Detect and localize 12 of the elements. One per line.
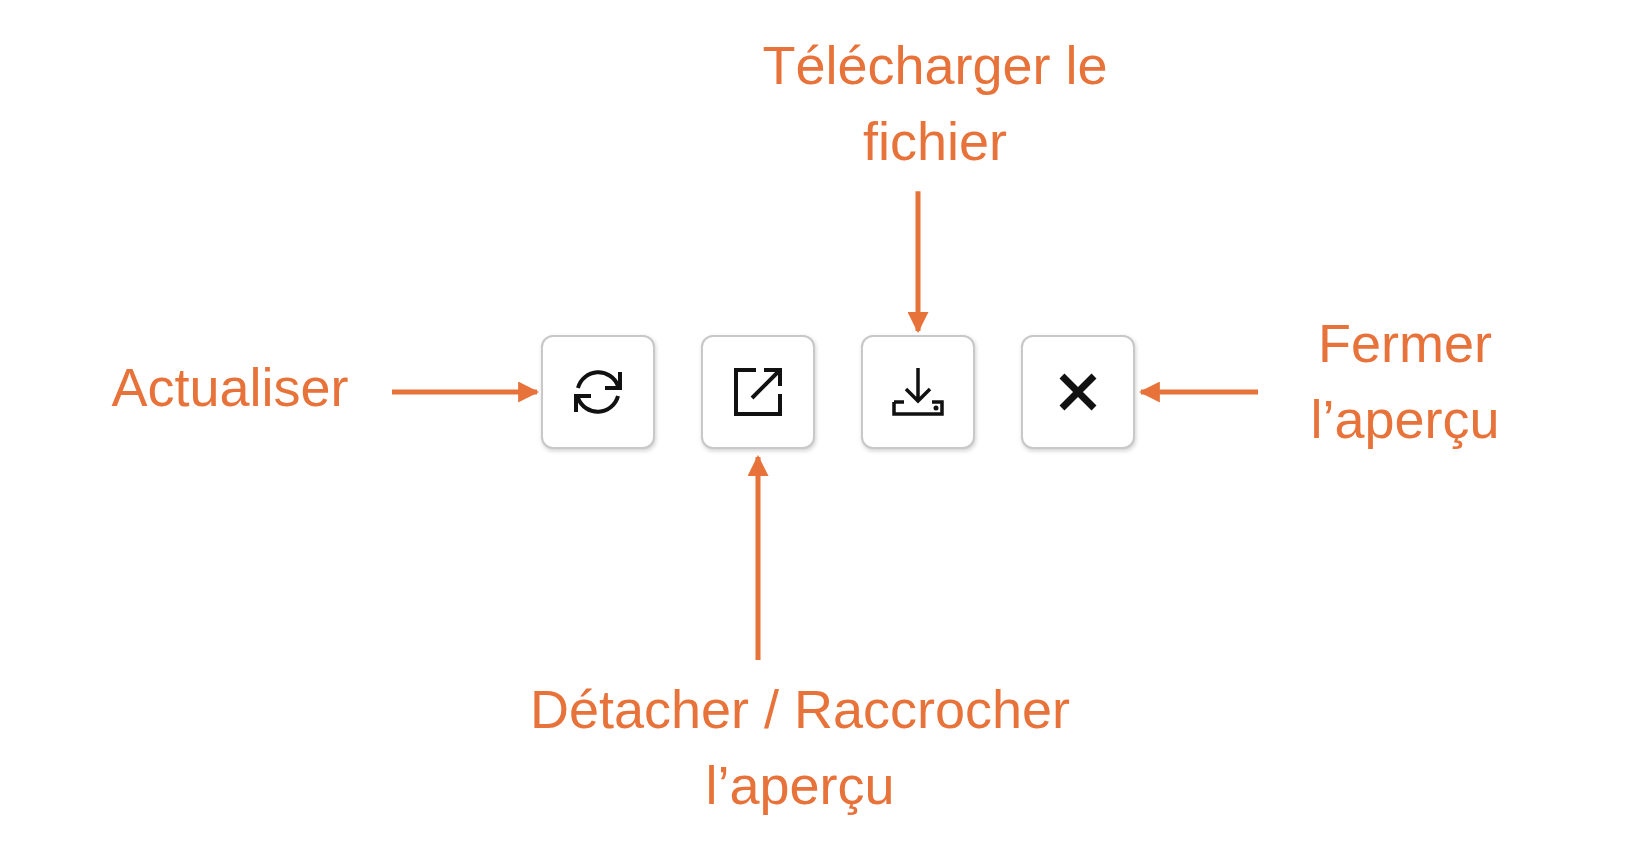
arrow bbox=[1138, 381, 1258, 403]
arrow bbox=[747, 454, 769, 660]
icon-button bbox=[701, 335, 815, 449]
icon-button bbox=[861, 335, 975, 449]
arrow bbox=[907, 191, 929, 334]
close-button bbox=[1021, 335, 1135, 449]
arrow bbox=[392, 381, 540, 403]
callout-label: Fermer l’aperçu bbox=[1270, 306, 1540, 458]
icon-button bbox=[541, 335, 655, 449]
callout-label: Détacher / Raccrocher l’aperçu bbox=[440, 672, 1160, 824]
callout-label: Actualiser bbox=[70, 350, 390, 426]
callout-label: Télécharger le fichier bbox=[725, 28, 1145, 180]
